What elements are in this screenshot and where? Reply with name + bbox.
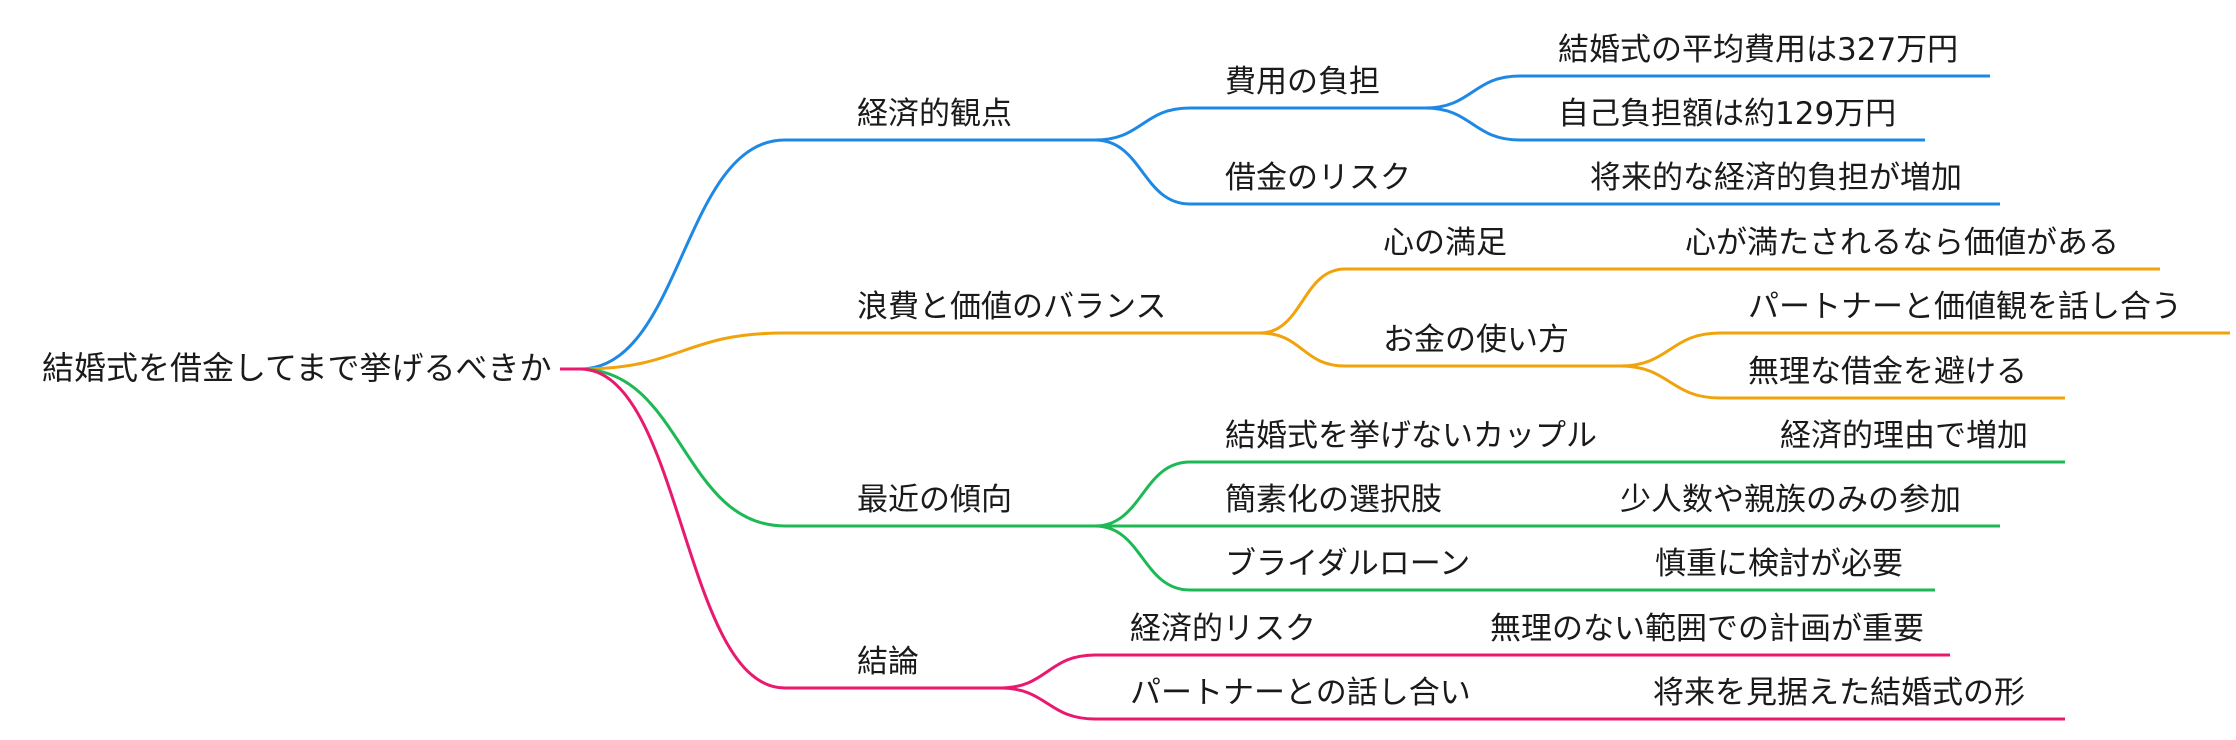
subtopic: ブライダルローン xyxy=(1225,546,1471,582)
branch-link xyxy=(579,138,786,371)
leaf-topic: 将来を見据えた結婚式の形 xyxy=(1653,675,2025,711)
subtopic: 借金のリスク xyxy=(1225,160,1411,196)
branch-topic: 浪費と価値のバランス xyxy=(857,289,1167,325)
subtopic-link xyxy=(1259,331,1346,368)
branch-link xyxy=(579,331,786,371)
subtopic: 経済的リスク xyxy=(1130,611,1316,647)
leaf-link xyxy=(1619,331,1721,368)
branch-topic: 経済的観点 xyxy=(857,96,1012,132)
subtopic-link xyxy=(1094,138,1191,206)
subtopic: 簡素化の選択肢 xyxy=(1225,482,1442,518)
branch-link xyxy=(579,367,786,528)
subtopic-link xyxy=(999,653,1096,690)
leaf-topic: 無理な借金を避ける xyxy=(1748,354,2027,390)
leaf-topic: 慎重に検討が必要 xyxy=(1655,546,1903,582)
subtopic: 費用の負担 xyxy=(1225,64,1380,100)
branch-topic: 結論 xyxy=(857,644,919,680)
subtopic: 結婚式を挙げないカップル xyxy=(1225,418,1597,454)
subtopic-link xyxy=(1094,460,1191,528)
leaf-link xyxy=(1619,364,1721,400)
leaf-topic: 自己負担額は約129万円 xyxy=(1558,96,1897,132)
leaf-link xyxy=(1424,106,1521,142)
leaf-link xyxy=(1424,74,1521,110)
subtopic-link xyxy=(1094,106,1191,142)
leaf-topic: 将来的な経済的負担が増加 xyxy=(1590,160,1962,196)
subtopic-link xyxy=(1259,267,1346,335)
subtopic: パートナーとの話し合い xyxy=(1130,675,1471,711)
leaf-topic: 心が満たされるなら価値がある xyxy=(1685,225,2119,261)
root-topic: 結婚式を借金してまで挙げるべきか xyxy=(42,349,552,387)
leaf-topic: 少人数や親族のみの参加 xyxy=(1620,482,1961,518)
leaf-topic: 無理のない範囲での計画が重要 xyxy=(1490,611,1924,647)
leaf-topic: 経済的理由で増加 xyxy=(1780,418,2028,454)
subtopic: お金の使い方 xyxy=(1383,322,1569,358)
branch-topic: 最近の傾向 xyxy=(857,482,1012,518)
subtopic-link xyxy=(1094,524,1191,592)
subtopic: 心の満足 xyxy=(1383,225,1507,261)
branch-link xyxy=(579,367,786,690)
leaf-topic: パートナーと価値観を話し合う xyxy=(1748,289,2182,325)
leaf-topic: 結婚式の平均費用は327万円 xyxy=(1558,32,1959,68)
subtopic-link xyxy=(999,686,1096,721)
